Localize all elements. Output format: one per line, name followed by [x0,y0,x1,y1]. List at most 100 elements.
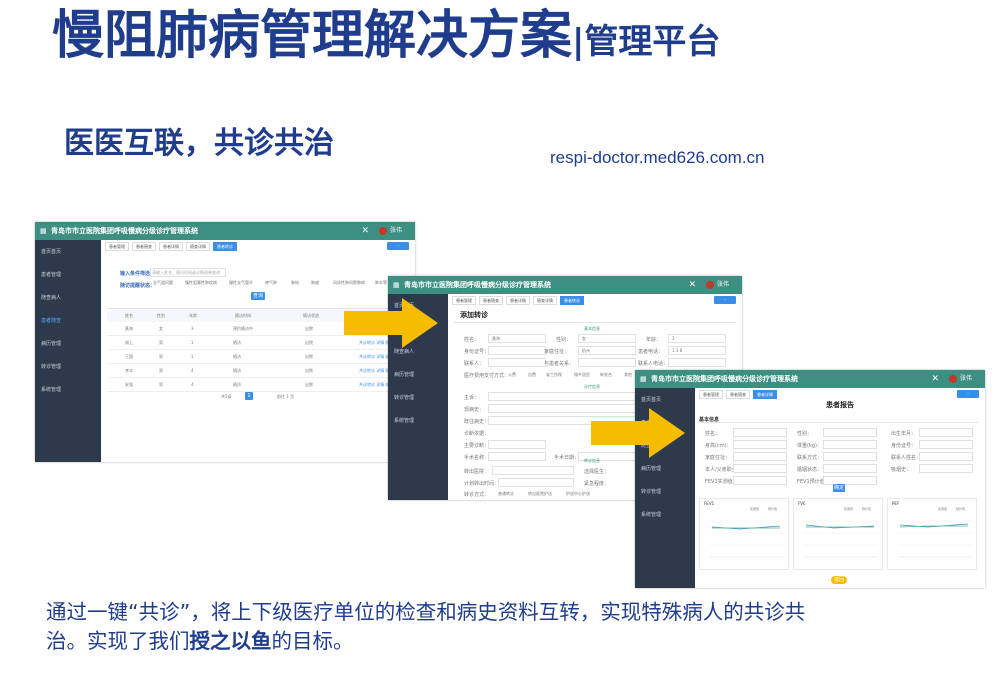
tab[interactable]: 患者随查 [726,390,750,399]
sidebar-item-followup[interactable]: 随查病人 [41,295,62,301]
report-input[interactable] [733,440,787,449]
search-button[interactable]: 查询 [251,292,265,300]
age-input[interactable] [668,334,726,343]
filter-input[interactable] [150,268,226,277]
report-input[interactable] [823,440,877,449]
surgery-input[interactable] [488,452,546,461]
report-input[interactable] [733,428,787,437]
transfer-time-input[interactable] [498,478,574,487]
tab[interactable]: 随查详情 [533,296,557,305]
tab[interactable]: 患者管理 [452,296,476,305]
sidebar-item-patients[interactable]: 患者管理 [41,272,62,278]
report-input[interactable] [919,452,973,461]
sidebar-item-referral[interactable]: 转诊管理 [41,364,62,370]
sidebar-item[interactable]: 转诊管理 [394,395,415,401]
report-input[interactable] [733,476,787,485]
report-input[interactable] [823,428,877,437]
pay-option[interactable]: 公费 [508,372,516,377]
status-option[interactable]: 全气道问题 [153,280,173,285]
close-icon[interactable]: ✕ [931,374,939,384]
pager-current-page[interactable]: 1 [245,392,253,400]
status-option[interactable]: 慢性支气管炎 [229,280,253,285]
tab[interactable]: 患者随查 [479,296,503,305]
status-option[interactable]: 肺结 [291,280,299,285]
tab[interactable]: 患者随查 [132,242,156,251]
row-actions[interactable]: 共诊转诊 详情 随访 [359,340,394,345]
phone-input[interactable] [668,346,726,355]
sidebar-item[interactable]: 首页首页 [641,397,662,403]
row-actions[interactable]: 共诊转诊 详情 随访 [359,354,394,359]
contact-input[interactable] [488,358,546,367]
tab-active[interactable]: 患者转诊 [560,296,584,305]
table-row[interactable]: 安强 男 4 随访 出院 共诊转诊 详情 随访 [107,378,411,392]
report-input[interactable] [919,464,973,473]
status-option[interactable]: 间质性肺间肥肺病 [333,280,365,285]
report-input[interactable] [919,428,973,437]
tab[interactable]: 患者详情 [506,296,530,305]
sidebar-item[interactable]: 系统管理 [394,418,415,424]
sidebar-item[interactable]: 转诊管理 [641,489,662,495]
pay-option[interactable]: 城乡居民 [574,372,590,377]
confirm-button[interactable]: 确定 [833,484,845,492]
status-option[interactable]: 哮气肿 [265,280,277,285]
sidebar-item-home[interactable]: 首页首页 [41,249,62,255]
name-input[interactable] [488,334,546,343]
id-input[interactable] [488,346,546,355]
sidebar-item[interactable]: 病历管理 [394,372,415,378]
tab[interactable]: 患者详情 [159,242,183,251]
pay-option[interactable]: 新农合 [600,372,612,377]
close-icon[interactable]: ✕ [361,226,369,236]
back-button[interactable]: 返回 [831,576,847,584]
report-input[interactable] [919,440,973,449]
pay-option[interactable]: 自费 [528,372,536,377]
table-row[interactable]: 王国 男 1 随访 出院 共诊转诊 详情 随访 [107,350,411,364]
tab[interactable]: 随查详情 [186,242,210,251]
contact-phone-input[interactable] [668,358,726,367]
tab-active[interactable]: 患者详情 [753,390,777,399]
pay-option[interactable]: 省工伤保 [546,372,562,377]
sidebar-item-system[interactable]: 系统管理 [41,387,62,393]
tab-active[interactable]: 患者转诊 [213,242,237,251]
grid-icon[interactable]: ▦ [40,227,47,235]
main-diagnosis-input[interactable] [488,440,546,449]
sex-input[interactable] [578,334,636,343]
address-input[interactable] [578,346,636,355]
status-option[interactable]: 肺癌 [311,280,319,285]
pay-option[interactable]: 其他 [624,372,632,377]
report-input[interactable] [823,452,877,461]
transfer-option[interactable]: 普通转诊 [498,491,514,496]
tab[interactable]: 患者管理 [699,390,723,399]
complaint-input[interactable] [488,392,636,401]
sidebar-item-records[interactable]: 病历管理 [41,341,62,347]
website-url[interactable]: respi-doctor.med626.com.cn [550,148,765,167]
table-row[interactable]: 李丰 男 4 随访 出院 共诊转诊 详情 随访 [107,364,411,378]
relation-input[interactable] [578,358,636,367]
sidebar-item-patient-followup[interactable]: 患者随查 [41,318,62,324]
status-option[interactable]: 肺炎等 [375,280,387,285]
user-avatar[interactable]: 张伟 [379,226,407,236]
user-avatar[interactable]: 张伟 [706,280,734,290]
row-actions[interactable]: 共诊转诊 详情 随访 [359,382,394,387]
report-input[interactable] [823,464,877,473]
sidebar-item[interactable]: 病历管理 [641,466,662,472]
tab[interactable]: 患者管理 [105,242,129,251]
top-action-button[interactable]: · [714,296,736,304]
report-input[interactable] [733,464,787,473]
user-avatar[interactable]: 张伟 [949,374,977,384]
pager-goto[interactable]: 前往 1 页 [277,394,295,399]
row-actions[interactable]: 共诊转诊 详情 随访 [359,368,394,373]
grid-icon[interactable]: ▦ [393,281,400,289]
transfer-option[interactable]: 护送中心护送 [566,491,590,496]
transfer-option[interactable]: 转出医院护送 [528,491,552,496]
status-option[interactable]: 慢性阻塞性肺疾病 [185,280,217,285]
table-row[interactable]: 周上 男 1 随访 出院 共诊转诊 详情 随访 [107,336,411,350]
hospital-input[interactable] [492,466,574,475]
sidebar-item[interactable]: 系统管理 [641,512,662,518]
report-input[interactable] [823,476,877,485]
top-action-button[interactable]: · [387,242,409,250]
grid-icon[interactable]: ▦ [640,375,647,383]
report-input[interactable] [733,452,787,461]
sidebar-item[interactable]: 随查病人 [394,349,415,355]
close-icon[interactable]: ✕ [688,280,696,290]
top-action-button[interactable]: · [957,390,979,398]
